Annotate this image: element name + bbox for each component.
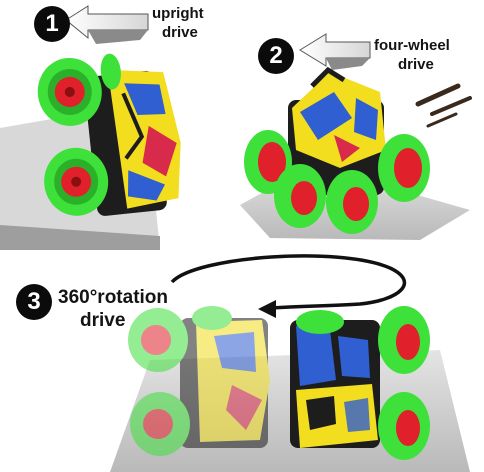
arrow-left-icon: [299, 33, 371, 70]
wheel: [378, 134, 430, 202]
truck-four-wheel: [244, 66, 430, 234]
step-3-line2: drive: [80, 310, 126, 331]
step-3-caption: 360°rotation drive: [58, 286, 168, 332]
wheel: [128, 308, 188, 372]
arrow-left-icon: [65, 5, 149, 44]
wheel: [378, 306, 430, 374]
wheel: [130, 392, 190, 456]
step-1-badge: 1: [34, 6, 70, 42]
wheel: [274, 164, 326, 228]
wheel: [378, 392, 430, 460]
truck-rotating: [290, 306, 430, 460]
step-1-caption: upright drive: [152, 4, 204, 42]
panel-four-wheel-drive: [240, 33, 472, 240]
panel-rotation-drive: [110, 254, 470, 472]
panel-upright-drive: [0, 5, 181, 250]
step-3-badge: 3: [16, 284, 52, 320]
step-1-line2: drive: [162, 24, 198, 41]
step-2-caption: four-wheel drive: [374, 36, 450, 74]
truck-upright: [37, 53, 181, 216]
step-1-line1: upright: [152, 5, 204, 22]
step-2-badge: 2: [258, 38, 294, 74]
step-2-line2: drive: [398, 56, 434, 73]
wheel: [37, 57, 102, 126]
wheel: [44, 147, 109, 216]
step-2-line1: four-wheel: [374, 37, 450, 54]
curved-rotation-arrow-icon: [170, 254, 407, 318]
motion-lines-icon: [415, 83, 472, 128]
truck-rotating-ghost: [128, 306, 270, 456]
wheel: [326, 170, 378, 234]
step-3-line1: 360°rotation: [58, 287, 169, 308]
